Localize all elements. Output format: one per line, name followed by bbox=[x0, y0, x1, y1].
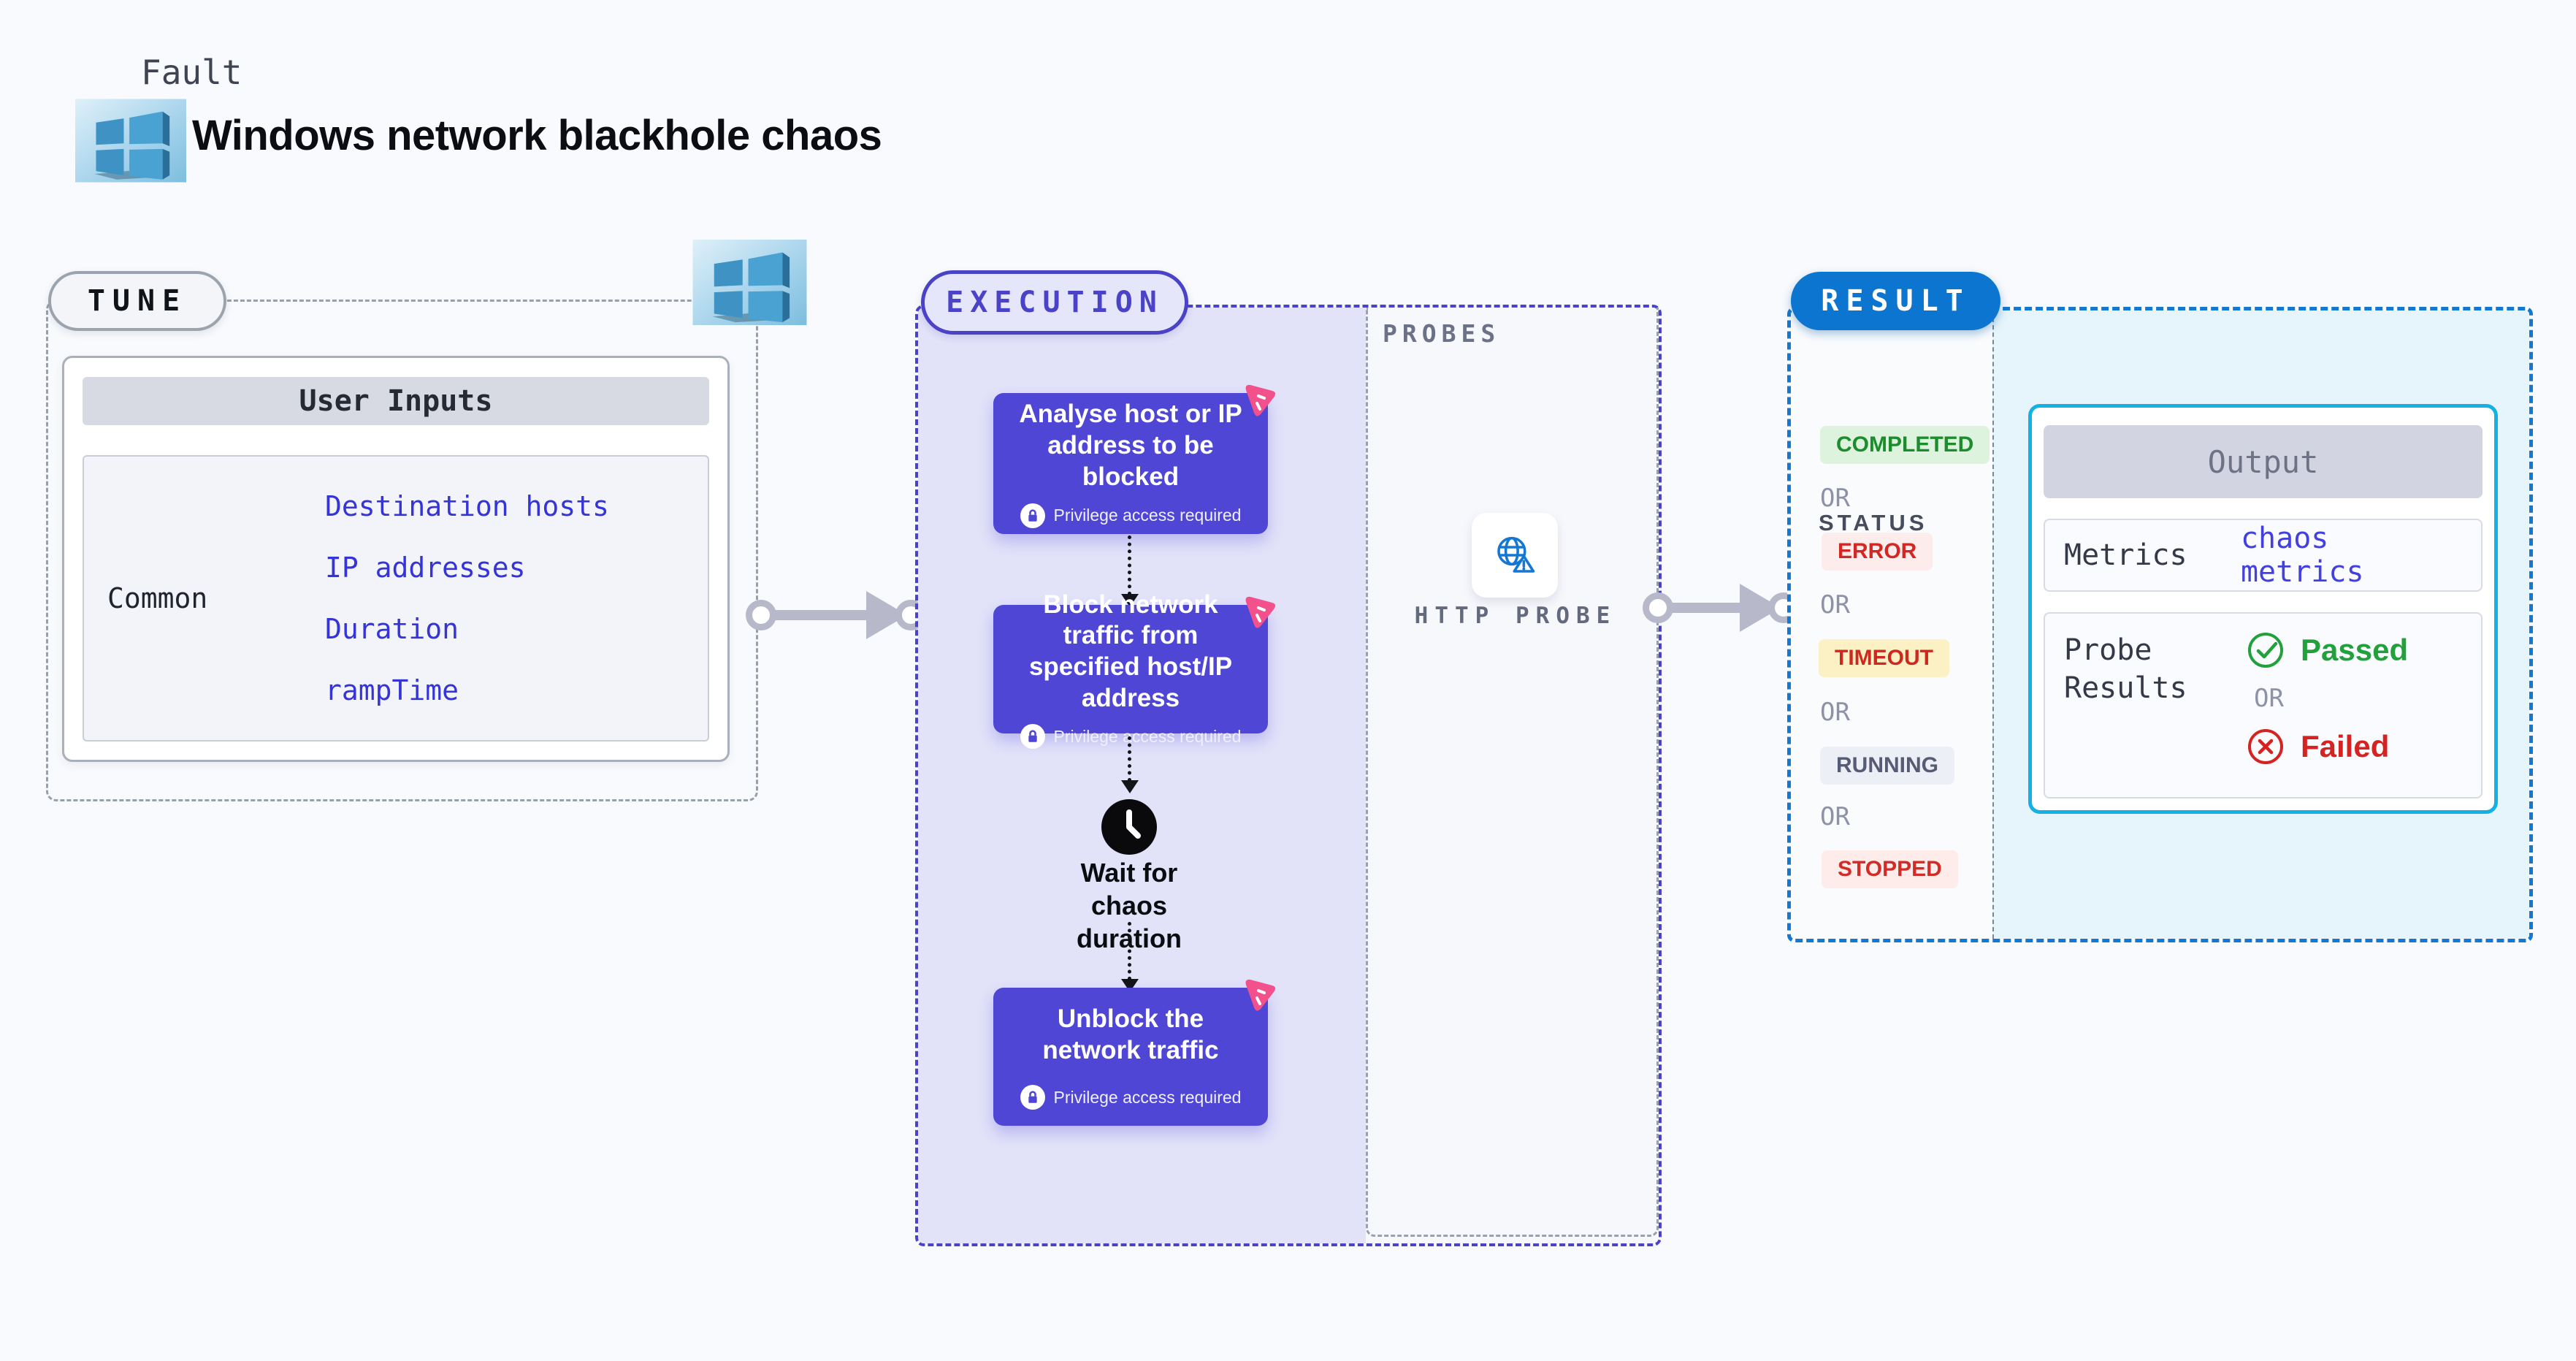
status-badge-completed: COMPLETED bbox=[1820, 426, 1990, 464]
user-inputs-links: Destination hosts IP addresses Duration … bbox=[325, 457, 708, 740]
probes-region bbox=[1366, 308, 1659, 1237]
or-separator: OR bbox=[1820, 698, 1850, 727]
lock-icon bbox=[1020, 503, 1045, 528]
privilege-label: Privilege access required bbox=[1053, 1087, 1242, 1107]
connector-execution-result bbox=[1658, 603, 1746, 613]
check-circle-icon bbox=[2248, 633, 2283, 668]
chaos-icon bbox=[1245, 384, 1276, 416]
page-title: Windows network blackhole chaos bbox=[192, 112, 882, 159]
passed-label: Passed bbox=[2301, 633, 2409, 667]
output-header: Output bbox=[2044, 425, 2483, 498]
status-title: STATUS bbox=[1819, 510, 1928, 535]
or-separator: OR bbox=[2254, 684, 2284, 713]
status-badge-running: RUNNING bbox=[1820, 747, 1954, 785]
step-title: Analyse host or IP address to be blocked bbox=[1019, 400, 1242, 491]
x-circle-icon bbox=[2248, 729, 2283, 764]
privilege-badge: Privilege access required bbox=[1020, 503, 1242, 528]
common-row-label: Common bbox=[107, 582, 208, 614]
step-unblock-traffic: Unblock the network traffic Privilege ac… bbox=[993, 979, 1276, 1126]
metrics-row: Metrics chaos metrics bbox=[2044, 519, 2483, 592]
chaos-icon bbox=[1245, 979, 1276, 1011]
link-destination-hosts[interactable]: Destination hosts bbox=[325, 490, 609, 522]
step-title: Unblock the network traffic bbox=[1042, 1004, 1219, 1064]
or-separator: OR bbox=[1820, 802, 1850, 831]
failed-line: Failed bbox=[2247, 728, 2462, 766]
flow-arrow bbox=[1128, 736, 1131, 782]
metrics-value-link[interactable]: chaos metrics bbox=[2240, 522, 2364, 589]
step-analyse-host: Analyse host or IP address to be blocked… bbox=[993, 384, 1276, 534]
connector-ring-icon bbox=[1643, 592, 1673, 623]
flow-arrow bbox=[1128, 922, 1131, 980]
http-probe-label: HTTP PROBE bbox=[1414, 603, 1617, 629]
link-ramptime[interactable]: rampTime bbox=[325, 674, 459, 706]
output-card: Output Metrics chaos metrics Probe Resul… bbox=[2028, 404, 2498, 814]
passed-line: Passed bbox=[2247, 631, 2462, 669]
execution-pill: EXECUTION bbox=[921, 270, 1188, 335]
user-inputs-header: User Inputs bbox=[83, 377, 709, 425]
tune-windows-logo-icon bbox=[692, 240, 807, 325]
link-ip-addresses[interactable]: IP addresses bbox=[325, 552, 526, 584]
probes-label: PROBES bbox=[1383, 319, 1501, 348]
http-probe-card bbox=[1472, 513, 1558, 598]
windows-logo-icon bbox=[75, 99, 186, 183]
flow-arrowhead-icon bbox=[1121, 594, 1139, 607]
failed-label: Failed bbox=[2301, 729, 2390, 763]
probes-fill bbox=[1366, 308, 1659, 1243]
lock-icon bbox=[1020, 1085, 1045, 1110]
or-line: OR bbox=[2254, 684, 2462, 713]
probe-results-row: Probe Results Passed OR Failed bbox=[2044, 612, 2483, 798]
flow-arrowhead-icon bbox=[1121, 780, 1139, 793]
step-title: Block network traffic from specified hos… bbox=[1028, 590, 1233, 712]
privilege-badge: Privilege access required bbox=[1020, 1085, 1242, 1110]
connector-ring-icon bbox=[746, 600, 776, 630]
tune-region bbox=[46, 300, 758, 801]
clock-icon bbox=[1101, 799, 1157, 855]
globe-alert-icon bbox=[1497, 536, 1535, 573]
or-separator: OR bbox=[1820, 484, 1850, 513]
result-pill: RESULT bbox=[1791, 272, 2000, 330]
privilege-label: Privilege access required bbox=[1053, 506, 1242, 525]
chaos-icon bbox=[1245, 596, 1276, 628]
probe-results-label: Probe Results bbox=[2064, 633, 2187, 705]
user-inputs-card: User Inputs Common Destination hosts IP … bbox=[62, 356, 730, 762]
privilege-badge: Privilege access required bbox=[1020, 724, 1242, 750]
fault-eyebrow: Fault bbox=[141, 53, 242, 92]
connector-tune-execution bbox=[761, 610, 871, 620]
status-badge-stopped: STOPPED bbox=[1822, 850, 1958, 888]
link-duration[interactable]: Duration bbox=[325, 613, 459, 645]
flow-arrow bbox=[1128, 535, 1131, 595]
step-block-traffic: Block network traffic from specified hos… bbox=[993, 590, 1276, 750]
probe-results-values: Passed OR Failed bbox=[2247, 631, 2462, 779]
status-badge-error: ERROR bbox=[1822, 533, 1933, 571]
lock-icon bbox=[1020, 724, 1045, 750]
privilege-label: Privilege access required bbox=[1053, 726, 1242, 746]
user-inputs-body: Common Destination hosts IP addresses Du… bbox=[83, 455, 709, 742]
status-badge-timeout: TIMEOUT bbox=[1819, 639, 1949, 677]
or-separator: OR bbox=[1820, 590, 1850, 619]
tune-pill: TUNE bbox=[48, 271, 226, 331]
metrics-label: Metrics bbox=[2064, 538, 2187, 572]
result-divider bbox=[1992, 310, 1994, 939]
